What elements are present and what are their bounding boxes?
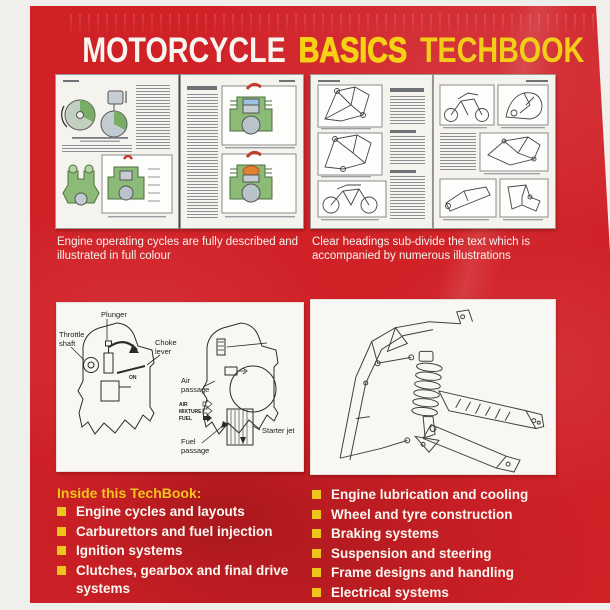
page-text-column — [390, 176, 425, 220]
page-text-column — [390, 136, 425, 166]
toc-item-label: Suspension and steering — [331, 545, 492, 561]
label-throttle-shaft-2: shaft — [59, 339, 76, 348]
page-text-column — [136, 85, 170, 149]
label-choke-lever-1: Choke — [155, 338, 177, 347]
bullet-square-icon — [312, 587, 321, 597]
sub-heading-bar — [390, 170, 416, 173]
toc-item: Braking systems — [312, 525, 577, 544]
page-header-text — [318, 80, 340, 82]
label-air-passage-1: Air — [181, 376, 191, 385]
bullet-square-icon — [57, 507, 66, 516]
page-header-text — [279, 80, 295, 82]
label-fuel-passage-1: Fuel — [181, 437, 196, 446]
two-stroke-cutaway-illustration — [221, 82, 297, 218]
bullet-square-icon — [57, 526, 66, 536]
page-text-block — [62, 145, 132, 153]
caption-clear-headings: Clear headings sub-divide the text which… — [312, 236, 530, 262]
book-back-cover: MOTORCYCLE BASICS TECHBOOK — [30, 6, 610, 606]
label-mix-air: AIR — [179, 402, 188, 408]
toc-item-label: Engine lubrication and cooling — [331, 487, 529, 502]
bullet-square-icon — [312, 548, 321, 558]
toc-item-label: Frame designs and handling — [331, 565, 515, 580]
carburettor-diagram: Plunger Throttle shaft Choke lever ON Ai… — [59, 310, 295, 455]
page-text-column — [187, 94, 218, 218]
title-techbook: TECHBOOK — [420, 31, 585, 70]
handling-illustrations — [439, 84, 549, 221]
label-fuel-passage-2: passage — [181, 446, 209, 455]
page-header-text — [63, 80, 79, 82]
bullet-square-icon — [312, 568, 321, 577]
title-basics: BASICS — [298, 30, 408, 70]
sample-page-frame-1 — [310, 74, 433, 229]
label-mix-mixture: MIXTURE — [179, 409, 202, 415]
title-motorcycle: MOTORCYCLE — [82, 31, 286, 70]
sub-heading-bar — [390, 130, 416, 133]
toc-item: Frame designs and handling — [312, 564, 577, 583]
label-plunger: Plunger — [101, 310, 127, 319]
label-starter-jet: Starter jet — [262, 426, 295, 435]
book-title: MOTORCYCLE BASICS TECHBOOK — [82, 30, 584, 71]
toc-item: Wheel and tyre construction — [312, 506, 577, 525]
toc-item-label: Engine cycles and layouts — [76, 504, 245, 519]
toc-item-label: Carburettors and fuel injection — [76, 523, 273, 539]
toc-item: Carburettors and fuel injection — [57, 523, 322, 542]
toc-item: Clutches, gearbox and final drive system… — [57, 562, 322, 599]
toc-right-column: Engine lubrication and cooling Wheel and… — [312, 486, 577, 603]
label-throttle-shaft-1: Throttle — [59, 330, 84, 339]
frame-illustrations — [317, 84, 387, 221]
label-mix-fuel: FUEL — [179, 416, 192, 422]
shrinkwrap-texture — [70, 14, 610, 36]
sample-page-engine-2 — [180, 74, 304, 229]
label-choke-lever-2: lever — [155, 347, 172, 356]
page-header-text — [526, 80, 548, 82]
label-on: ON — [129, 375, 137, 381]
toc-item-label: Wheel and tyre construction — [331, 506, 513, 522]
toc-item: Ignition systems — [57, 542, 322, 561]
toc-item-label: Electrical systems — [331, 584, 449, 600]
bullet-square-icon — [312, 509, 321, 519]
bullet-square-icon — [312, 529, 321, 538]
toc-item-label: Clutches, gearbox and final drive system… — [76, 562, 289, 597]
toc-item: Suspension and steering — [312, 545, 577, 564]
caption-engine-cycles: Engine operating cycles are fully descri… — [57, 236, 299, 262]
toc-item: Electrical systems — [312, 584, 577, 603]
page-text-column — [390, 96, 425, 126]
sample-page-engine-1 — [55, 74, 179, 229]
suspension-diagram-panel — [310, 299, 556, 475]
page-text-block — [440, 133, 476, 171]
sample-page-frame-2 — [433, 74, 556, 229]
label-air-passage-2: passage — [181, 385, 209, 394]
toc-item-label: Braking systems — [331, 526, 440, 541]
section-heading-bar — [187, 86, 217, 90]
section-heading-bar — [390, 88, 424, 92]
carburettor-diagram-panel: Plunger Throttle shaft Choke lever ON Ai… — [56, 302, 304, 472]
engine-cycle-illustration — [61, 90, 173, 218]
toc-heading: Inside this TechBook: — [57, 485, 202, 501]
toc-item: Engine lubrication and cooling — [312, 486, 577, 505]
rear-suspension-illustration — [339, 309, 545, 473]
bullet-square-icon — [57, 546, 66, 555]
bullet-square-icon — [57, 565, 66, 575]
toc-left-column: Engine cycles and layouts Carburettors a… — [57, 503, 322, 600]
toc-item-label: Ignition systems — [76, 543, 183, 558]
toc-item: Engine cycles and layouts — [57, 503, 322, 522]
bullet-square-icon — [312, 490, 321, 499]
